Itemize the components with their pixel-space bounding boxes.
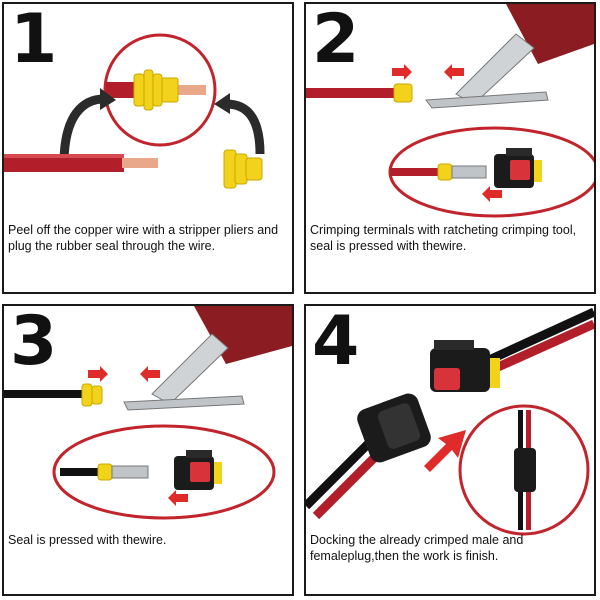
terminal	[451, 165, 487, 179]
step-2-illustration	[306, 4, 594, 218]
arrow-left-icon	[444, 64, 464, 80]
rubber-seal	[81, 383, 103, 407]
arrow-right-icon	[88, 366, 108, 382]
arrow-icon	[424, 430, 466, 472]
connector-housing	[494, 148, 542, 188]
step-panel-2: 2 Crimping terminals with ratcheting cri…	[304, 2, 596, 294]
copper-core	[122, 158, 158, 168]
terminal	[111, 465, 149, 479]
crimp-terminal	[425, 91, 549, 109]
step-3-illustration	[4, 306, 292, 520]
wire	[4, 390, 82, 398]
plier-jaw	[151, 333, 229, 405]
arrow-left-icon	[140, 366, 160, 382]
step-caption: Docking the already crimped male and fem…	[310, 533, 524, 563]
step-panel-1: 1 Peel off the copper wire with a stripp…	[2, 2, 294, 294]
step-4-illustration	[306, 307, 594, 536]
step-caption: Crimping terminals with ratcheting crimp…	[310, 223, 577, 253]
step-caption: Seal is pressed with thewire.	[8, 533, 167, 547]
female-connector	[430, 340, 500, 392]
rubber-seal	[133, 69, 179, 111]
curved-arrow-left	[59, 94, 105, 165]
step-number: 3	[10, 304, 58, 381]
arrow-left-icon	[168, 490, 188, 506]
male-connector	[357, 393, 431, 463]
arrow-left-icon	[482, 186, 502, 202]
step-caption: Peel off the copper wire with a stripper…	[8, 223, 279, 253]
copper-core	[164, 85, 206, 95]
step-number: 1	[10, 2, 58, 79]
wire	[306, 88, 394, 98]
step-number: 2	[312, 2, 360, 79]
connector-housing	[174, 450, 222, 490]
step-number: 4	[312, 304, 360, 381]
loose-rubber-seal	[223, 149, 263, 189]
stripped-wire	[4, 154, 124, 172]
step-panel-4: 4 Docking the already crimped male and f…	[304, 304, 596, 596]
rubber-seal	[393, 83, 413, 103]
step-panel-3: 3 Seal is pressed with thewire.	[2, 304, 294, 596]
zoom-ellipse	[52, 424, 276, 520]
plier-handle	[506, 4, 594, 64]
crimp-terminal	[123, 395, 245, 411]
arrow-right-icon	[392, 64, 412, 80]
joined-connector	[514, 448, 536, 492]
curved-arrow-right	[225, 99, 265, 155]
step-1-illustration	[4, 33, 265, 189]
